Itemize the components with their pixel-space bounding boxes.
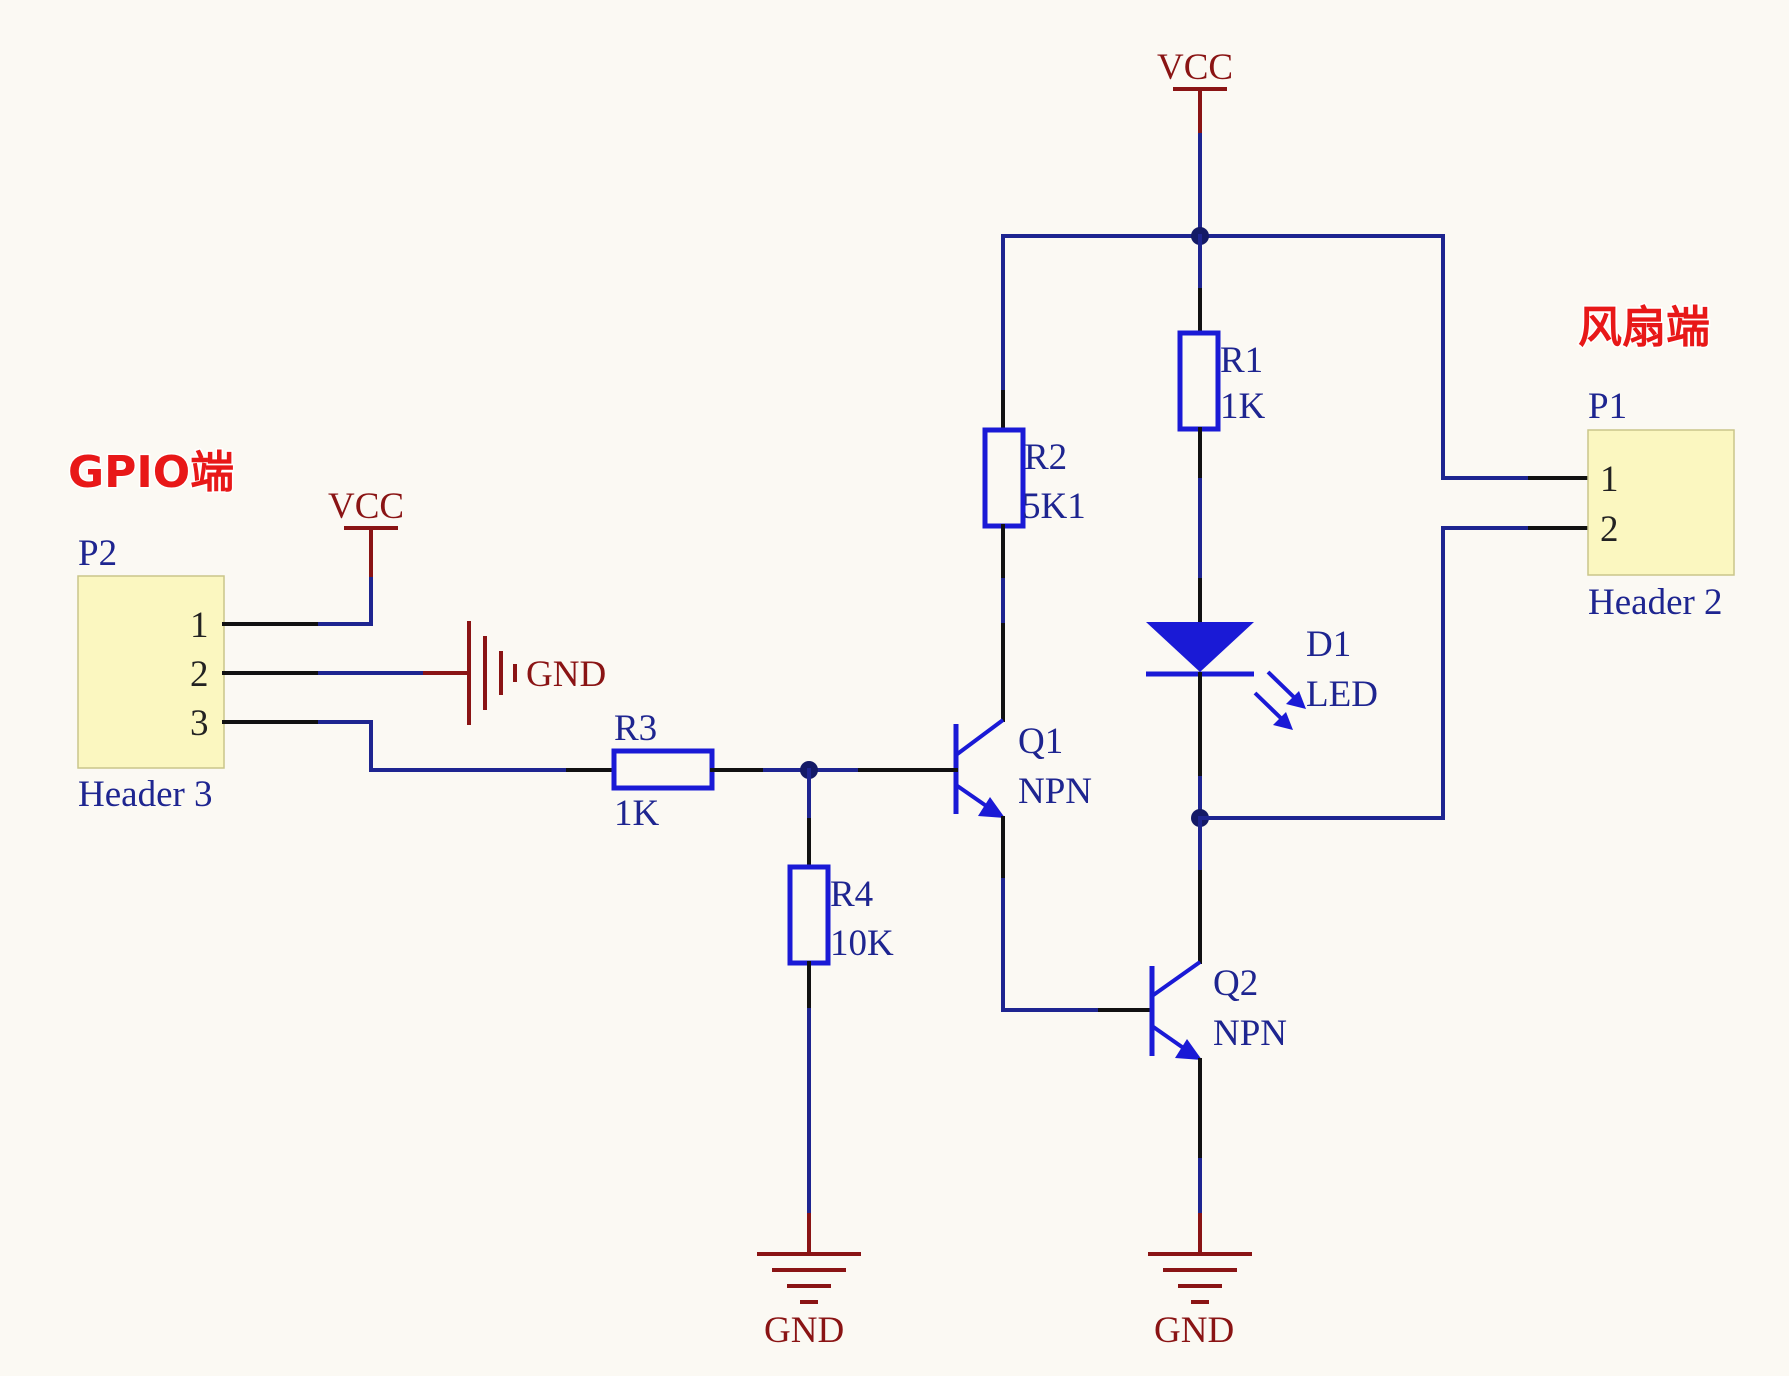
gnd-header-symbol [423,621,517,725]
p1-name: Header 2 [1588,582,1723,623]
q1-ref: Q1 [1018,721,1063,762]
p2-name: Header 3 [78,774,213,815]
p1-ref: P1 [1588,386,1627,427]
gnd-r4-label: GND [764,1310,844,1351]
d1-ref: D1 [1306,624,1351,665]
r4-ref: R4 [830,874,873,915]
q2-value: NPN [1213,1013,1287,1054]
d1-value: LED [1306,674,1378,715]
r3-value: 1K [614,793,660,834]
gnd-r4-symbol [757,1252,861,1304]
svg-text:VCC: VCC [328,486,404,527]
p2-pin2-label: 2 [190,654,209,695]
vcc-top-symbol: VCC [1157,47,1233,137]
r2-value: 5K1 [1022,486,1086,527]
p1-pin1-label: 1 [1600,459,1619,500]
gnd-header-label: GND [526,654,606,695]
led-d1 [1146,622,1306,730]
q1-value: NPN [1018,771,1092,812]
gnd-q2-symbol [1148,1252,1252,1304]
p2-ref: P2 [78,533,117,574]
resistor-r4 [787,864,831,966]
header-p2 [77,575,225,769]
svg-text:VCC: VCC [1157,47,1233,88]
resistor-r1 [1177,330,1221,432]
p2-pin3-label: 3 [190,703,209,744]
r1-ref: R1 [1220,340,1263,381]
transistor-q1 [953,718,1005,818]
resistor-r2 [982,427,1026,529]
r3-ref: R3 [614,708,657,749]
p1-pin2-label: 2 [1600,509,1619,550]
gnd-q2-label: GND [1154,1310,1234,1351]
resistor-r3 [611,748,715,791]
q2-ref: Q2 [1213,963,1258,1004]
r4-value: 10K [830,923,894,964]
r1-value: 1K [1220,386,1266,427]
vcc-left-symbol: VCC [328,486,404,577]
fan-callout: 风扇端 [1578,302,1710,353]
transistor-q2 [1149,960,1202,1060]
header-p1 [1587,429,1735,576]
r2-ref: R2 [1024,437,1067,478]
p2-pin1-label: 1 [190,605,209,646]
gpio-callout: GPIO端 [68,447,234,498]
